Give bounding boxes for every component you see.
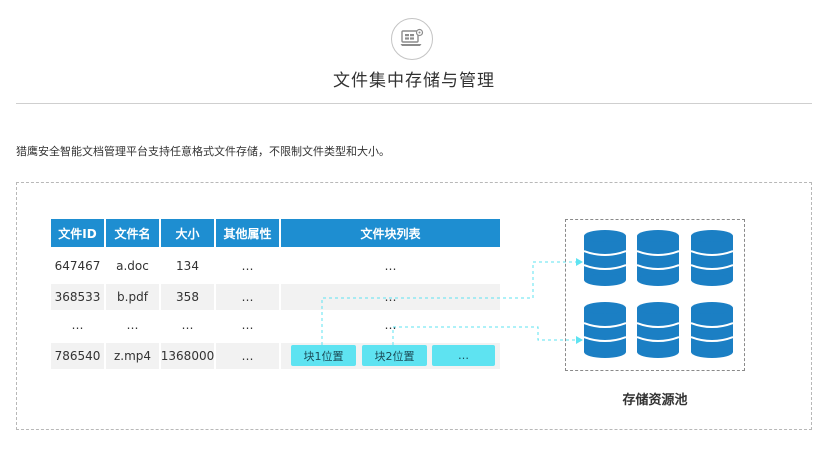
table-header-other-attributes: 其他属性 <box>216 219 279 247</box>
table-header-size: 大小 <box>161 219 214 247</box>
table-cell: b.pdf <box>106 284 159 310</box>
table-cell: … <box>216 284 279 310</box>
table-cell: 358 <box>161 284 214 310</box>
table-cell: 368533 <box>51 284 104 310</box>
table-cell: … <box>126 318 139 332</box>
page-title: 文件集中存储与管理 <box>333 71 495 91</box>
table-cell: 647467 <box>54 259 101 273</box>
database-icon <box>583 230 627 286</box>
block-1-location: 块1位置 <box>291 345 356 366</box>
database-icon <box>636 302 680 358</box>
table-header-file-name: 文件名 <box>106 219 159 247</box>
table-cell: 1368000 <box>161 343 214 369</box>
database-icon <box>690 230 734 286</box>
table-cell: … <box>281 284 500 310</box>
block-2-location: 块2位置 <box>362 345 427 366</box>
database-icon <box>690 302 734 358</box>
table-cell: … <box>241 259 254 273</box>
table-header-file-id: 文件ID <box>51 219 104 247</box>
table-cell: … <box>216 343 279 369</box>
database-icon <box>583 302 627 358</box>
storage-pool-frame <box>565 219 745 371</box>
table-cell: 134 <box>176 259 199 273</box>
laptop-settings-icon <box>391 18 433 60</box>
database-icon <box>636 230 680 286</box>
table-cell: … <box>384 259 397 273</box>
table-cell: z.mp4 <box>106 343 159 369</box>
diagram-frame <box>16 182 812 430</box>
description-text: 猎鹰安全智能文档管理平台支持任意格式文件存储，不限制文件类型和大小。 <box>16 145 390 158</box>
table-cell: … <box>384 318 397 332</box>
table-header-block-list: 文件块列表 <box>281 219 500 247</box>
table-cell: … <box>181 318 194 332</box>
table-cell: 786540 <box>51 343 104 369</box>
storage-pool-label: 存储资源池 <box>622 393 688 408</box>
title-divider <box>16 103 812 104</box>
table-cell: … <box>71 318 84 332</box>
block-more: … <box>432 345 495 366</box>
table-cell: … <box>241 318 254 332</box>
table-cell: a.doc <box>116 259 149 273</box>
